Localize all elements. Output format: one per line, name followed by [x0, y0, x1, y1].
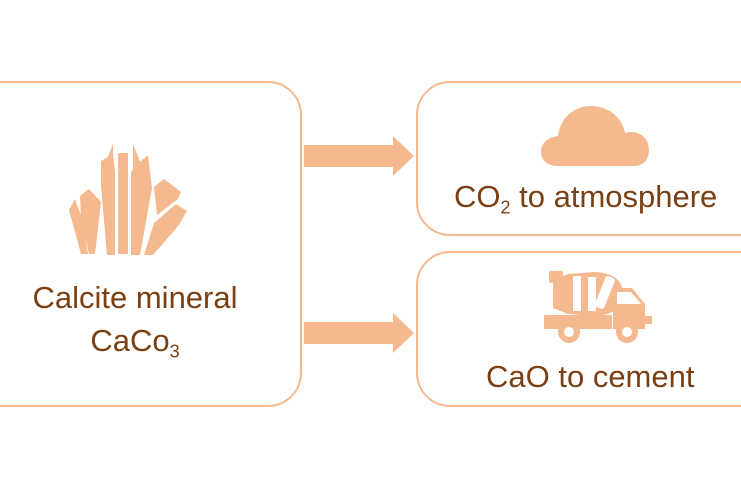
atmosphere-formula-subscript: 2: [500, 197, 511, 218]
arrow-to-atmosphere: [304, 136, 414, 176]
arrow-to-cement: [304, 313, 414, 353]
atmosphere-formula-main: CO: [454, 179, 501, 214]
atmosphere-label: CO2 to atmosphere: [454, 179, 718, 216]
source-formula-main: CaCo: [90, 322, 170, 358]
source-name: Calcite mineral: [32, 280, 238, 315]
source-label: Calcite mineral CaCo3: [20, 277, 250, 363]
atmosphere-destination: to atmosphere: [510, 179, 718, 214]
source-formula: CaCo3: [20, 320, 250, 363]
cement-label: CaO to cement: [486, 359, 695, 394]
source-formula-subscript: 3: [169, 341, 180, 362]
cement-truck-icon: [544, 271, 652, 343]
cloud-icon: [541, 106, 649, 166]
crystal-icon: [69, 144, 187, 255]
